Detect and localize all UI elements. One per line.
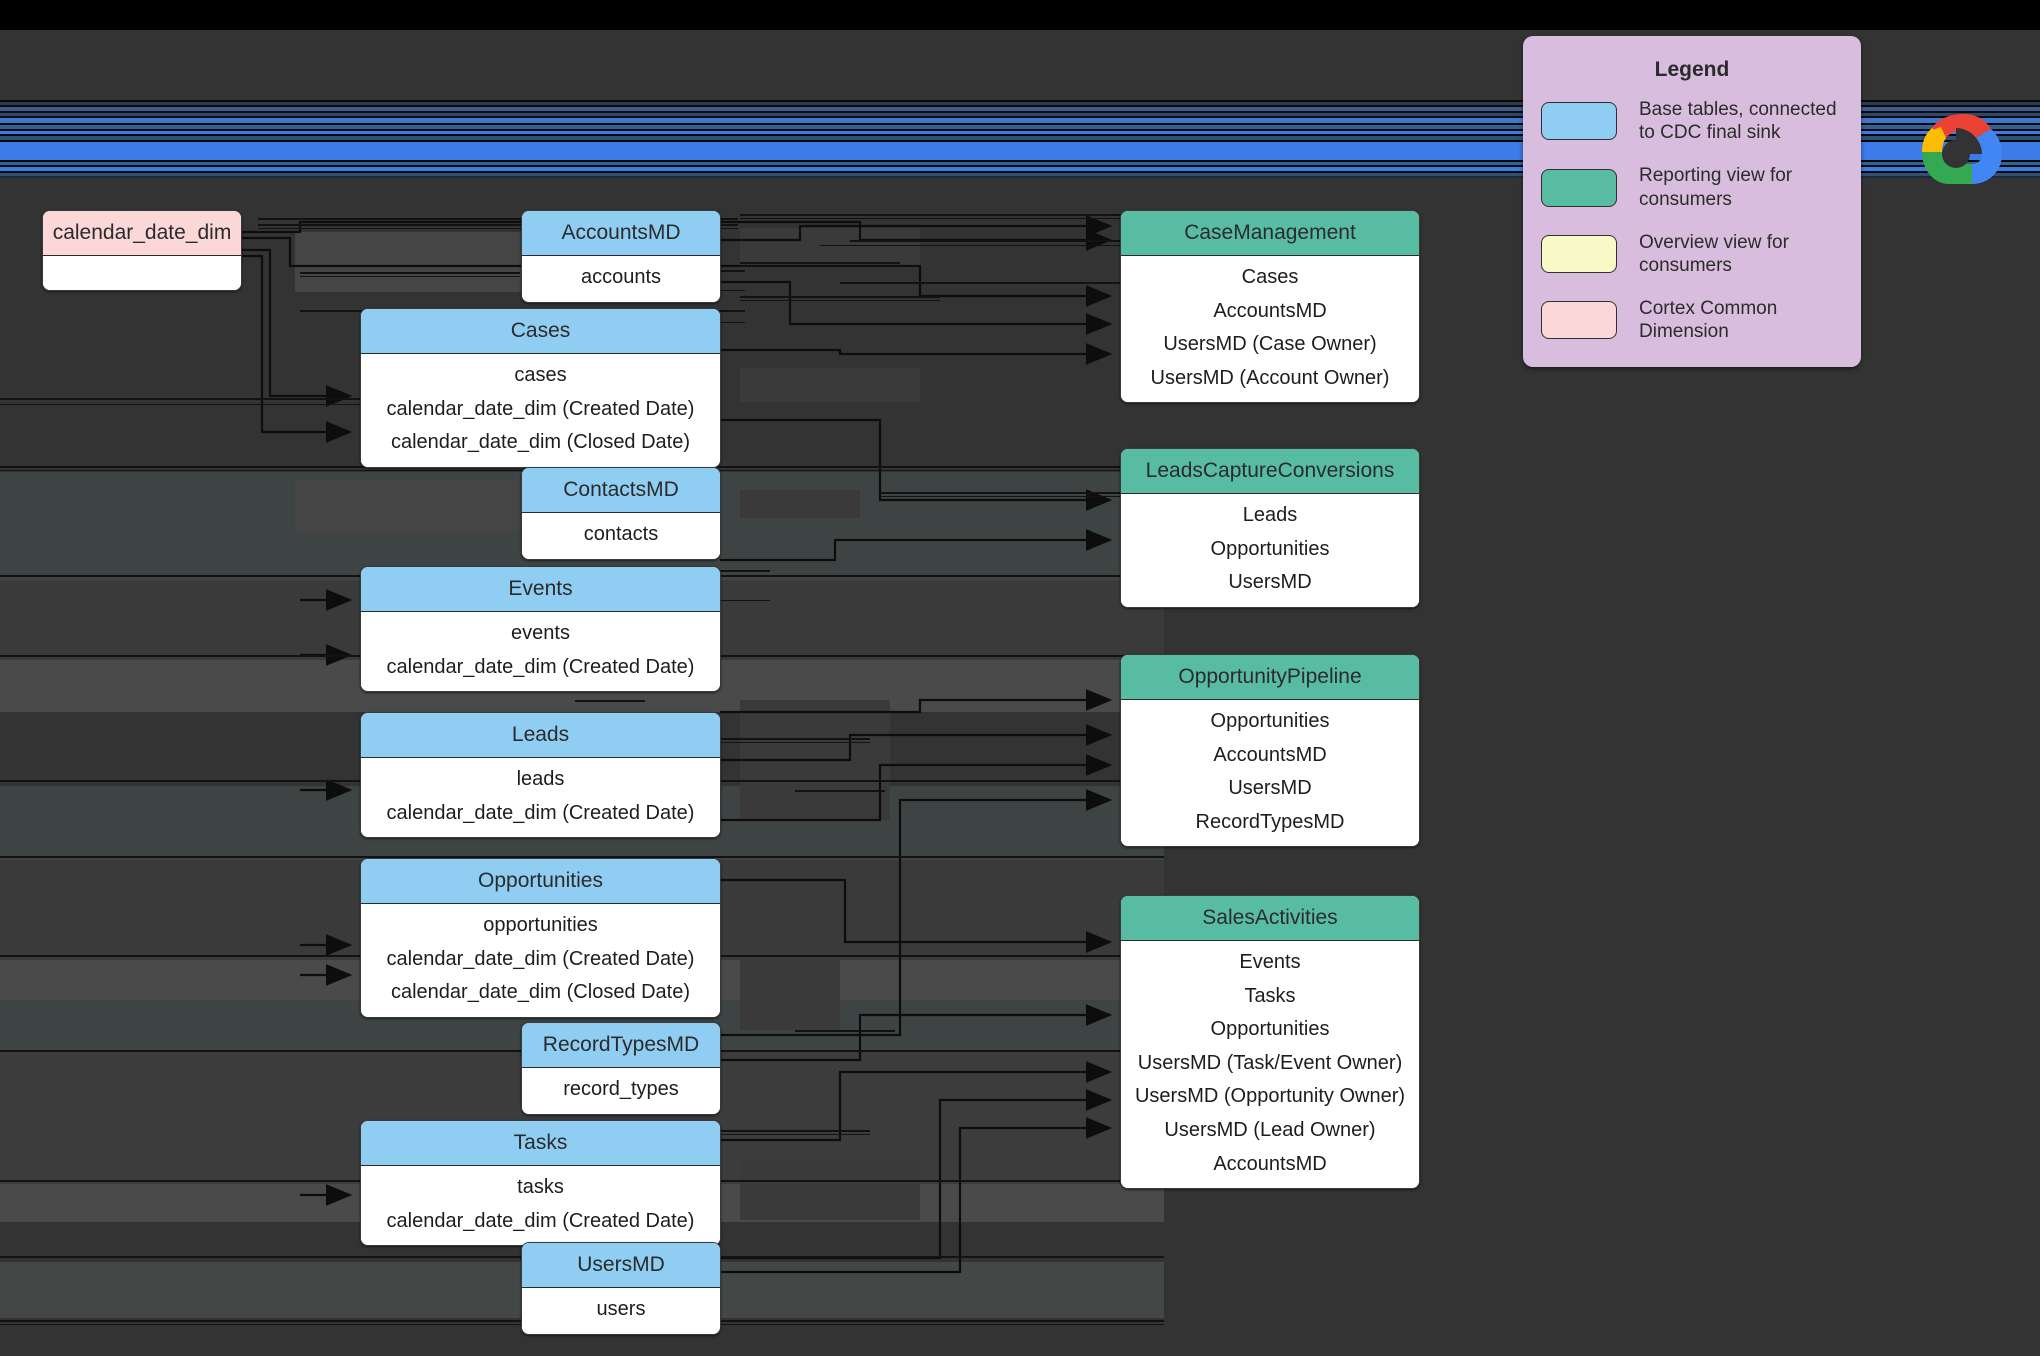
entity-table-body: events calendar_date_dim (Created Date)	[361, 612, 720, 692]
legend-item-1: Reporting view for consumers	[1541, 164, 1843, 210]
table-row: calendar_date_dim (Created Date)	[386, 1209, 695, 1232]
table-row: tasks	[517, 1176, 564, 1198]
table-row: Opportunities	[1210, 537, 1330, 560]
entity-table-title: Events	[361, 567, 720, 612]
entity-table-title: calendar_date_dim	[43, 211, 241, 256]
table-row: calendar_date_dim (Created Date)	[386, 397, 695, 420]
google-cloud-logo	[1922, 114, 2002, 184]
entity-table-opportunities[interactable]: Opportunities opportunities calendar_date_…	[360, 858, 721, 1018]
table-row: opportunities	[483, 914, 598, 936]
legend-item-0: Base tables, connected to CDC final sink	[1541, 98, 1843, 144]
entity-table-body: contacts	[522, 513, 720, 559]
entity-table-tasks[interactable]: Tasks tasks calendar_date_dim (Created Dat…	[360, 1120, 721, 1247]
entity-table-cases[interactable]: Cases cases calendar_date_dim (Created Dat…	[360, 308, 721, 468]
table-row: AccountsMD	[1213, 1152, 1327, 1175]
legend-label: Overview view for consumers	[1639, 231, 1789, 276]
table-row: users	[596, 1298, 646, 1320]
entity-table-usersmd[interactable]: UsersMD users	[521, 1242, 721, 1335]
entity-table-title: Tasks	[361, 1121, 720, 1166]
entity-table-title: LeadsCaptureConversions	[1121, 449, 1419, 494]
entity-table-body: leads calendar_date_dim (Created Date)	[361, 758, 720, 838]
legend-swatch	[1541, 102, 1617, 141]
table-row: Tasks	[1244, 984, 1296, 1007]
table-row: contacts	[583, 523, 659, 545]
table-row: calendar_date_dim (Closed Date)	[390, 431, 691, 454]
entity-table-title: Leads	[361, 713, 720, 758]
entity-table-body	[43, 256, 241, 290]
table-row: Events	[1239, 951, 1301, 973]
table-row: UsersMD (Lead Owner)	[1164, 1118, 1376, 1141]
table-row: events	[511, 622, 570, 644]
entity-table-title: RecordTypesMD	[522, 1023, 720, 1068]
table-row: Opportunities	[1210, 1018, 1330, 1041]
table-row: Cases	[1241, 266, 1299, 288]
table-row: cases	[514, 364, 567, 386]
entity-table-calendar_date_dim[interactable]: calendar_date_dim	[42, 210, 242, 291]
entity-table-title: AccountsMD	[522, 211, 720, 256]
legend-swatch	[1541, 168, 1617, 207]
table-row: Opportunities	[1210, 710, 1330, 732]
entity-table-recordtypesmd[interactable]: RecordTypesMD record_types	[521, 1022, 721, 1115]
entity-table-title: Cases	[361, 309, 720, 354]
table-row: UsersMD	[1228, 777, 1312, 800]
entity-table-accountsmd[interactable]: AccountsMD accounts	[521, 210, 721, 303]
legend-item-3: Cortex Common Dimension	[1541, 297, 1843, 343]
entity-table-body: tasks calendar_date_dim (Created Date)	[361, 1166, 720, 1246]
entity-table-title: ContactsMD	[522, 468, 720, 513]
table-row: calendar_date_dim (Created Date)	[386, 655, 695, 678]
entity-table-events[interactable]: Events events calendar_date_dim (Created D…	[360, 566, 721, 693]
entity-table-title: Opportunities	[361, 859, 720, 904]
table-row: AccountsMD	[1213, 743, 1327, 766]
entity-table-contactsmd[interactable]: ContactsMD contacts	[521, 467, 721, 560]
entity-table-title: OpportunityPipeline	[1121, 655, 1419, 700]
table-row: calendar_date_dim (Created Date)	[386, 947, 695, 970]
legend-label: Base tables, connected to CDC final sink	[1639, 99, 1837, 144]
entity-table-leads[interactable]: Leads leads calendar_date_dim (Created Dat…	[360, 712, 721, 839]
table-row: record_types	[563, 1078, 679, 1100]
table-row: leads	[516, 768, 565, 790]
table-row: UsersMD (Opportunity Owner)	[1134, 1085, 1406, 1108]
table-row: UsersMD (Task/Event Owner)	[1137, 1051, 1403, 1074]
legend-item-2: Overview view for consumers	[1541, 231, 1843, 277]
entity-table-body: accounts	[522, 256, 720, 302]
entity-table-body: record_types	[522, 1068, 720, 1114]
entity-table-body: cases calendar_date_dim (Created Date) cal…	[361, 354, 720, 467]
entity-table-title: SalesActivities	[1121, 896, 1419, 941]
entity-table-body: opportunities calendar_date_dim (Created …	[361, 904, 720, 1017]
entity-table-title: CaseManagement	[1121, 211, 1419, 256]
table-row: RecordTypesMD	[1195, 810, 1345, 833]
legend-swatch	[1541, 234, 1617, 273]
entity-table-title: UsersMD	[522, 1243, 720, 1288]
table-row: accounts	[580, 266, 662, 288]
table-row: UsersMD (Account Owner)	[1150, 366, 1390, 389]
table-row: calendar_date_dim (Created Date)	[386, 801, 695, 824]
table-row: AccountsMD	[1213, 299, 1327, 322]
legend-rows: Base tables, connected to CDC final sink…	[1541, 98, 1843, 343]
table-row: calendar_date_dim (Closed Date)	[390, 981, 691, 1004]
legend-title: Legend	[1654, 58, 1730, 81]
entity-table-body: users	[522, 1288, 720, 1334]
legend-panel: Legend Base tables, connected to CDC fin…	[1523, 36, 1861, 368]
legend-label: Reporting view for consumers	[1639, 165, 1793, 210]
legend-label: Cortex Common Dimension	[1639, 298, 1778, 343]
table-row: UsersMD (Case Owner)	[1163, 333, 1377, 356]
legend-swatch	[1541, 301, 1617, 340]
table-row: UsersMD	[1228, 571, 1312, 594]
table-row: Leads	[1242, 504, 1298, 526]
